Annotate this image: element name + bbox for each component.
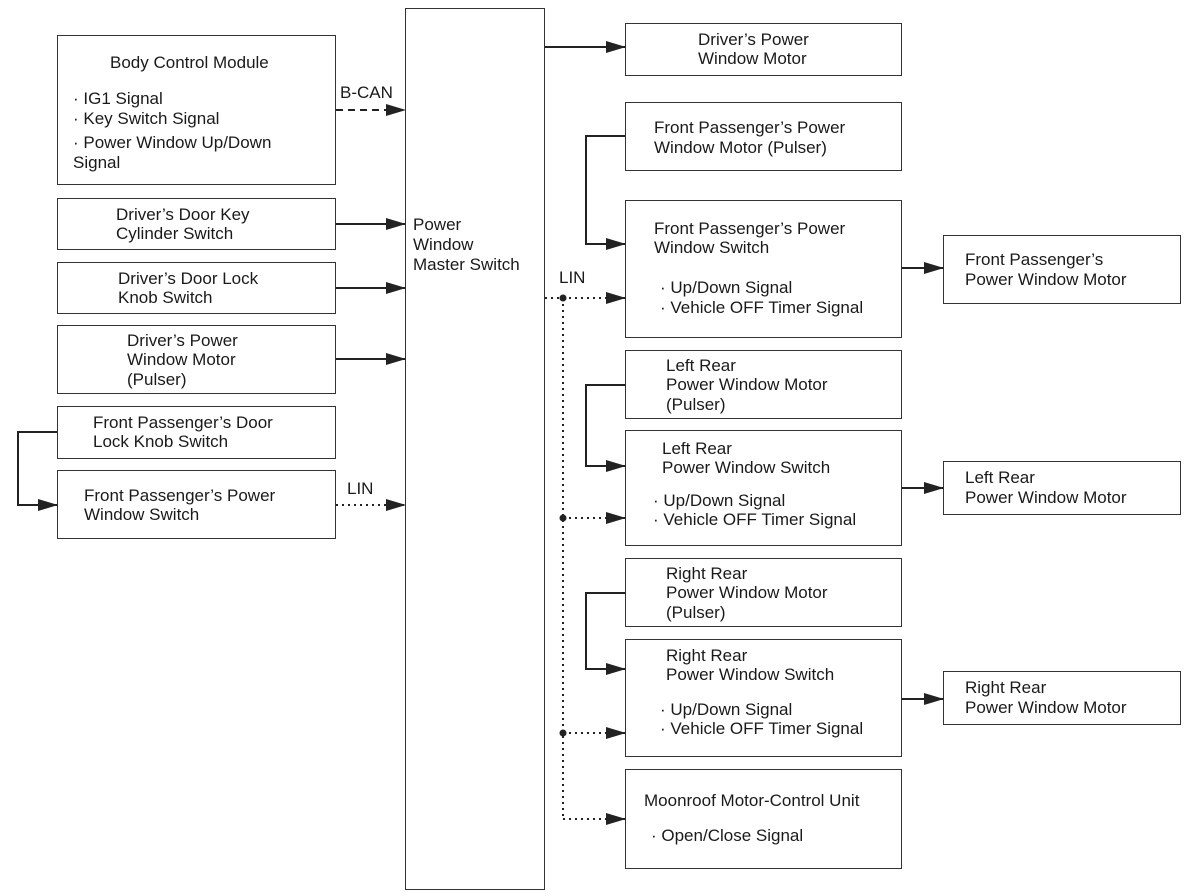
moonroof-title: Moonroof Motor-Control Unit — [644, 791, 860, 810]
lin-junction-dot — [559, 729, 567, 737]
driver-motor-line1: Driver’s Power — [698, 30, 809, 49]
lr-pulser-line1: Left Rear — [666, 356, 736, 375]
drivers-door-key-cylinder-switch-box: Driver’s Door Key Cylinder Switch — [57, 198, 336, 250]
fp-switch-left-line1: Front Passenger’s Power — [84, 486, 276, 505]
lock-knob-line1: Driver’s Door Lock — [118, 269, 259, 288]
lr-motor-line1: Left Rear — [965, 468, 1035, 487]
key-cylinder-line1: Driver’s Door Key — [116, 205, 250, 224]
rr-pulser-line1: Right Rear — [666, 564, 748, 583]
key-cylinder-line2: Cylinder Switch — [116, 224, 234, 243]
rr-switch-item-updown: · Up/Down Signal — [660, 700, 793, 719]
bcm-item-key-switch: · Key Switch Signal — [73, 109, 220, 128]
fp-switch-title-line1: Front Passenger’s Power — [654, 219, 846, 238]
front-passenger-window-motor-box: Front Passenger’s Power Window Motor — [943, 235, 1181, 304]
rr-motor-line2: Power Window Motor — [965, 698, 1127, 717]
lr-motor-line2: Power Window Motor — [965, 488, 1127, 507]
lr-pulser-elbow — [585, 384, 626, 472]
master-line3: Master Switch — [413, 255, 520, 274]
fp-motor-line1: Front Passenger’s — [965, 250, 1104, 269]
fp-lock-knob-line1: Front Passenger’s Door — [93, 413, 273, 432]
lr-switch-title-line2: Power Window Switch — [662, 458, 831, 477]
power-window-master-switch-box: Power Window Master Switch — [405, 8, 545, 890]
fp-motor-line2: Power Window Motor — [965, 270, 1127, 289]
body-control-module-box: Body Control Module · IG1 Signal · Key S… — [57, 35, 336, 185]
master-line2: Window — [413, 235, 474, 254]
lr-switch-item-timer: · Vehicle OFF Timer Signal — [653, 510, 857, 529]
rr-motor-line1: Right Rear — [965, 678, 1047, 697]
driver-pulser-line1: Driver’s Power — [127, 331, 238, 350]
drivers-window-motor-box: Driver’s Power Window Motor — [625, 23, 902, 76]
fp-pulser-elbow — [585, 135, 626, 250]
lr-pulser-line2: Power Window Motor — [666, 375, 828, 394]
lin-link-label-left: LIN — [347, 479, 374, 498]
fp-pulser-line2: Window Motor (Pulser) — [654, 138, 827, 157]
lr-switch-title-line1: Left Rear — [662, 439, 732, 458]
front-passenger-window-switch-box-right: Front Passenger’s Power Window Switch · … — [625, 200, 902, 338]
driver-pulser-line2: Window Motor — [127, 350, 236, 369]
rr-switch-title-line1: Right Rear — [666, 646, 748, 665]
fp-switch-item-updown: · Up/Down Signal — [660, 278, 793, 297]
right-rear-window-motor-pulser-box: Right Rear Power Window Motor (Pulser) — [625, 558, 902, 627]
drivers-door-lock-knob-switch-box: Driver’s Door Lock Knob Switch — [57, 262, 336, 314]
right-rear-window-switch-box: Right Rear Power Window Switch · Up/Down… — [625, 639, 902, 757]
driver-motor-line2: Window Motor — [698, 49, 807, 68]
drivers-window-motor-pulser-box: Driver’s Power Window Motor (Pulser) — [57, 325, 336, 394]
moonroof-motor-control-unit-box: Moonroof Motor-Control Unit · Open/Close… — [625, 769, 902, 869]
rr-switch-title-line2: Power Window Switch — [666, 665, 835, 684]
bcm-item-ig1: · IG1 Signal — [73, 89, 163, 108]
lin-junction-dot — [559, 514, 567, 522]
bcan-link-label: B-CAN — [340, 83, 393, 102]
lock-knob-line2: Knob Switch — [118, 288, 213, 307]
rr-pulser-line2: Power Window Motor — [666, 583, 828, 602]
bcm-item-window-signal-cont: Signal — [73, 153, 121, 172]
fp-switch-left-line2: Window Switch — [84, 505, 200, 524]
master-line1: Power — [413, 215, 462, 234]
lr-pulser-line3: (Pulser) — [666, 395, 726, 414]
rr-pulser-line3: (Pulser) — [666, 603, 726, 622]
fp-pulser-line1: Front Passenger’s Power — [654, 118, 846, 137]
lin-junction-dot — [559, 294, 567, 302]
left-rear-window-motor-pulser-box: Left Rear Power Window Motor (Pulser) — [625, 350, 902, 419]
bcm-title: Body Control Module — [110, 53, 269, 72]
fp-switch-item-timer: · Vehicle OFF Timer Signal — [660, 298, 864, 317]
rr-pulser-elbow — [585, 592, 626, 675]
lr-switch-item-updown: · Up/Down Signal — [653, 491, 786, 510]
moonroof-item-open-close: · Open/Close Signal — [651, 826, 804, 845]
left-rear-window-motor-box: Left Rear Power Window Motor — [943, 461, 1181, 515]
fp-switch-title-line2: Window Switch — [654, 238, 770, 257]
front-passenger-window-switch-box-left: Front Passenger’s Power Window Switch — [57, 470, 336, 539]
right-rear-window-motor-box: Right Rear Power Window Motor — [943, 671, 1181, 725]
front-passenger-door-lock-knob-switch-box: Front Passenger’s Door Lock Knob Switch — [57, 406, 336, 459]
fp-lock-knob-line2: Lock Knob Switch — [93, 432, 229, 451]
left-rear-window-switch-box: Left Rear Power Window Switch · Up/Down … — [625, 430, 902, 546]
rr-switch-item-timer: · Vehicle OFF Timer Signal — [660, 719, 864, 738]
fp-lock-knob-elbow — [17, 431, 58, 511]
front-passenger-window-motor-pulser-box: Front Passenger’s Power Window Motor (Pu… — [625, 102, 902, 171]
bcm-item-window-signal: · Power Window Up/Down — [73, 133, 272, 152]
driver-pulser-line3: (Pulser) — [127, 370, 187, 389]
lin-link-label-right: LIN — [559, 268, 586, 287]
